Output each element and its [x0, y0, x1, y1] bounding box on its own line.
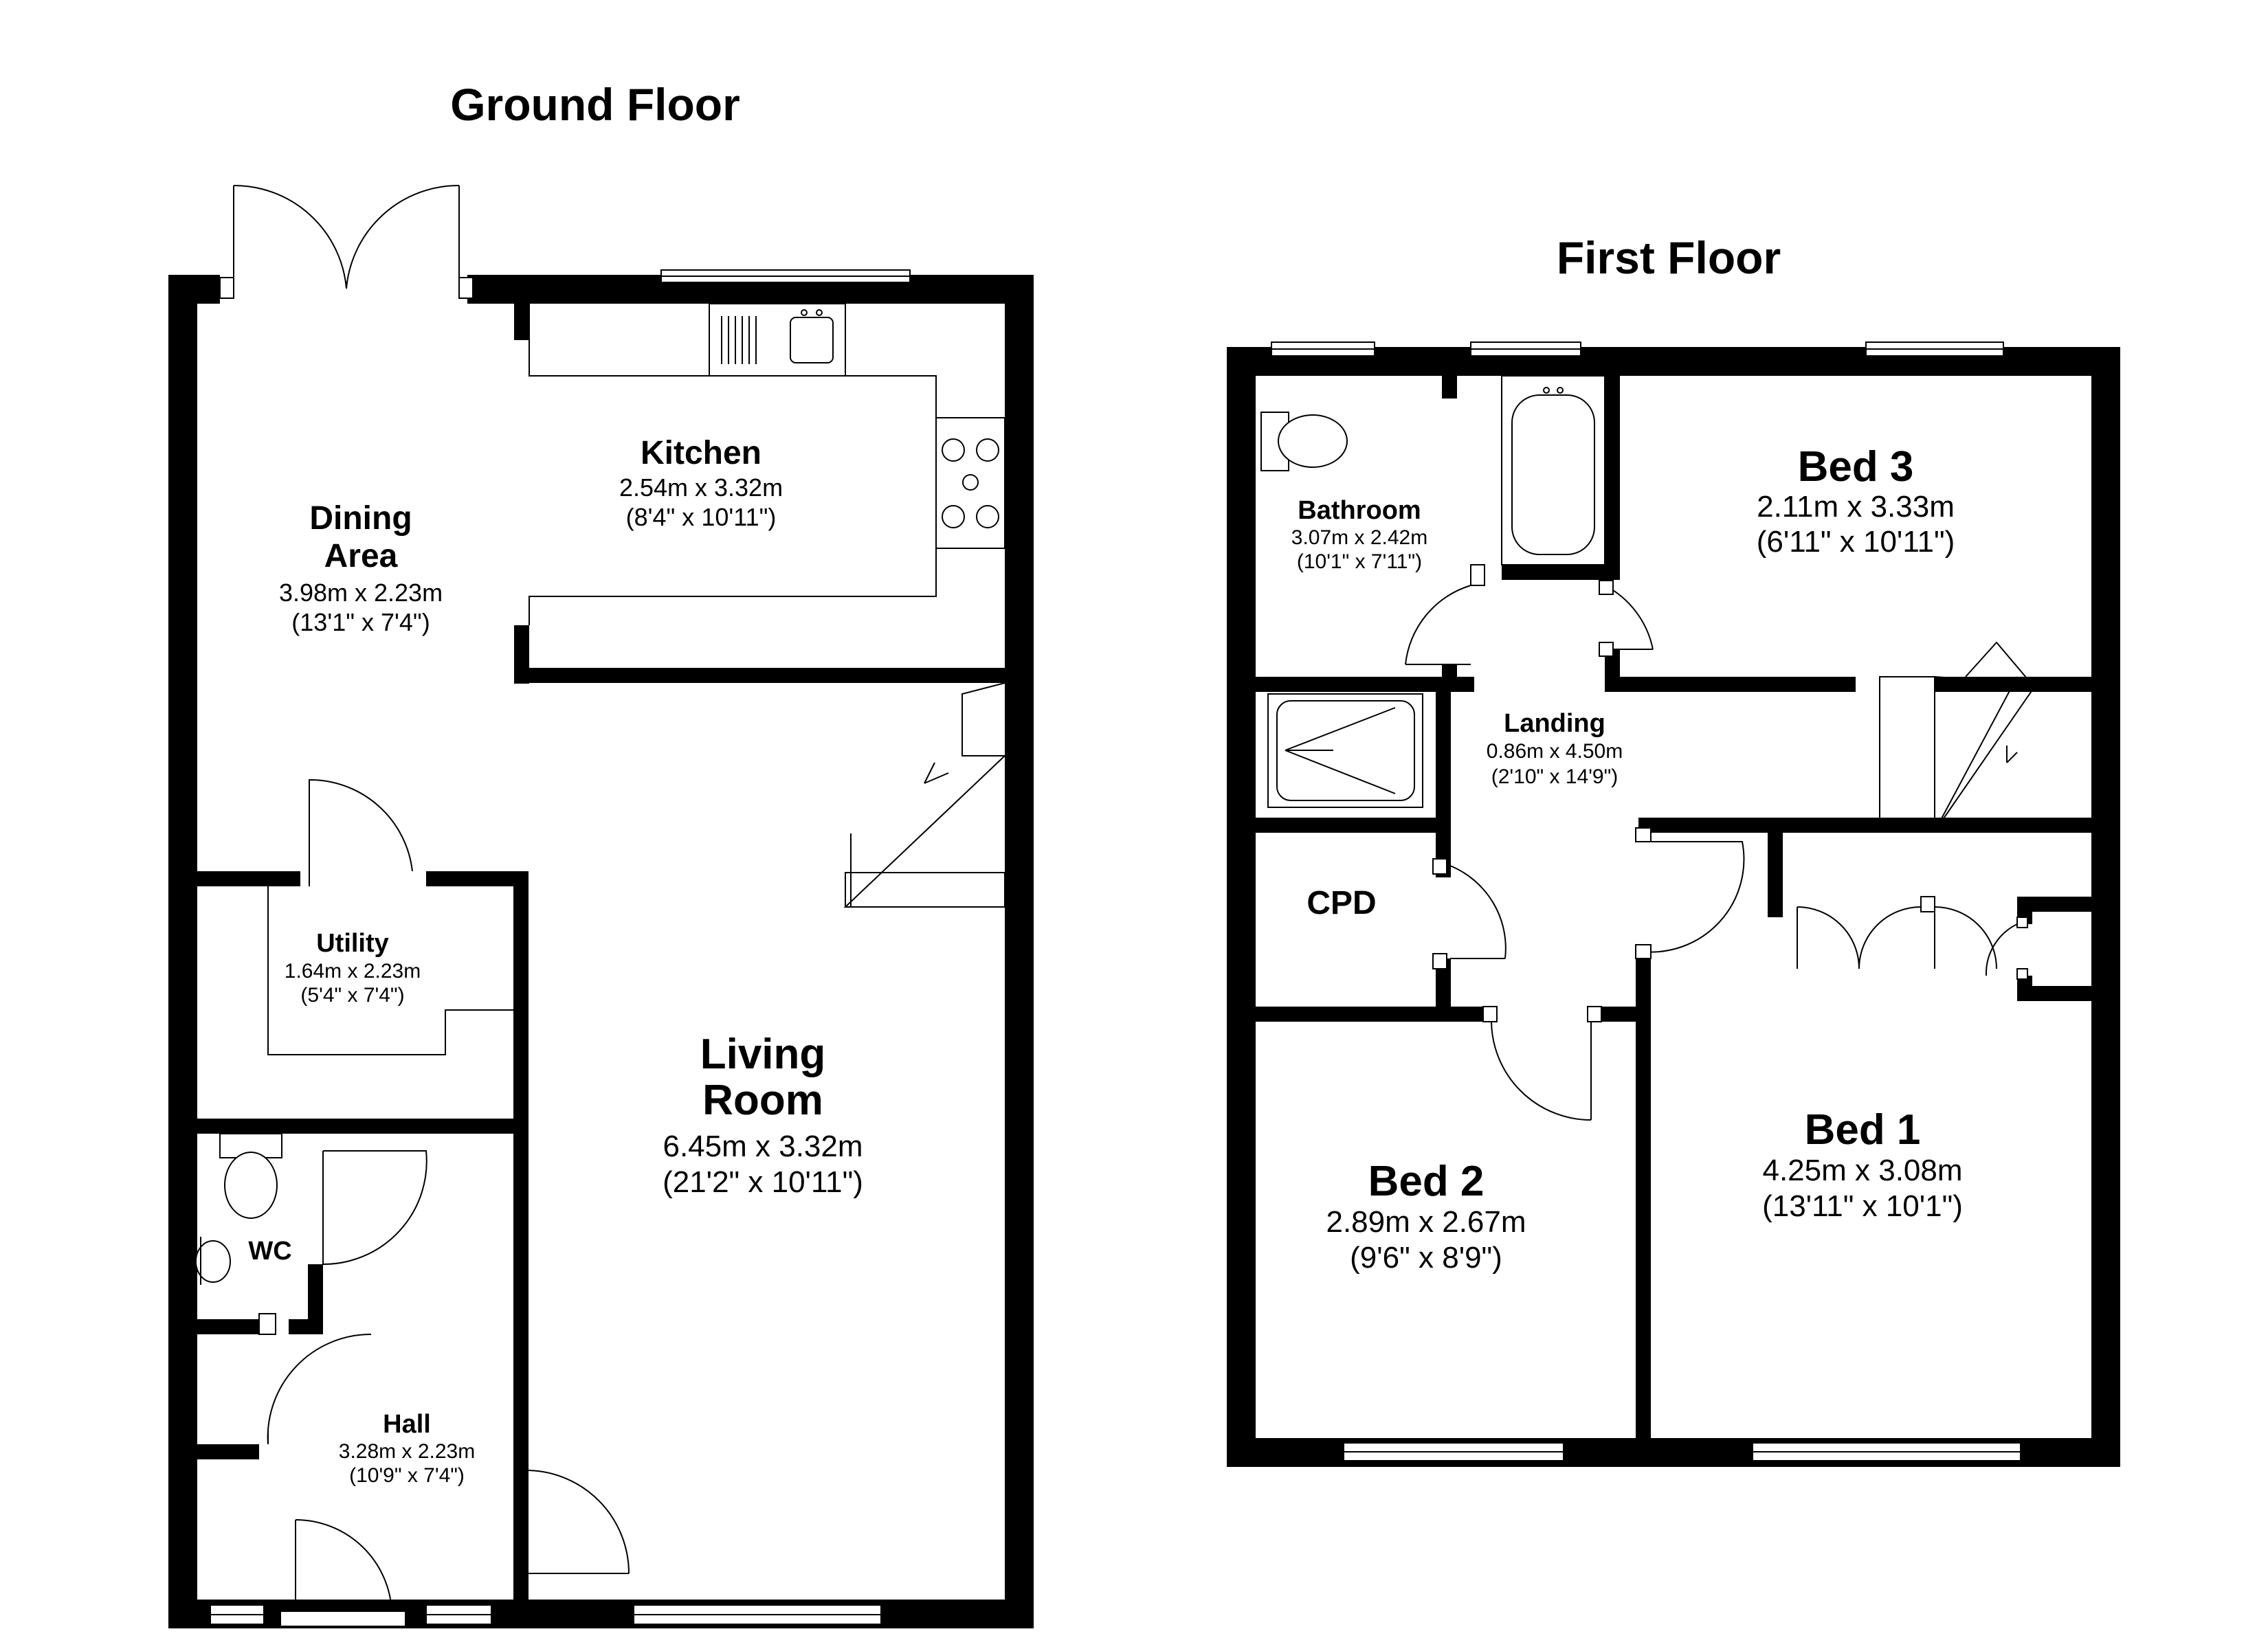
room-wc: WC: [248, 1237, 291, 1266]
bed3-metric: 2.11m x 3.33m: [1757, 490, 1955, 524]
ground-floor-walls: [168, 275, 1034, 1628]
wardrobe-doors: [1797, 896, 2028, 980]
kitchen-sink: [790, 317, 834, 363]
hall-metric: 3.28m x 2.23m: [339, 1440, 475, 1463]
utility-imperial: (5'4" x 7'4"): [300, 984, 404, 1007]
room-dining: Dining Area 3.98m x 2.23m (13'1" x 7'4"): [279, 500, 443, 636]
bathroom-fixtures: [1260, 375, 1605, 808]
room-utility: Utility 1.64m x 2.23m (5'4" x 7'4"): [285, 929, 421, 1007]
living-name-line1: Living: [700, 1031, 826, 1078]
cpd-name: CPD: [1307, 885, 1376, 921]
room-bed1: Bed 1 4.25m x 3.08m (13'11" x 10'1"): [1762, 1106, 1963, 1223]
kitchen-imperial: (8'4" x 10'11"): [626, 503, 777, 531]
first-floor-title: First Floor: [1557, 232, 1781, 283]
landing-name: Landing: [1504, 709, 1605, 738]
landing-metric: 0.86m x 4.50m: [1487, 740, 1623, 763]
wc-fixtures: [195, 1133, 427, 1285]
room-living: Living Room 6.45m x 3.32m (21'2" x 10'11…: [663, 1031, 863, 1199]
hall-imperial: (10'9" x 7'4"): [349, 1464, 465, 1487]
bed2-metric: 2.89m x 2.67m: [1326, 1205, 1526, 1239]
bed3-imperial: (6'11" x 10'11"): [1757, 525, 1955, 559]
room-kitchen: Kitchen 2.54m x 3.32m (8'4" x 10'11"): [619, 435, 783, 531]
bed2-imperial: (9'6" x 8'9"): [1350, 1241, 1502, 1275]
living-name-line2: Room: [702, 1077, 823, 1124]
kitchen-worktop: [529, 303, 1005, 625]
bathroom-imperial: (10'1" x 7'11"): [1297, 550, 1422, 573]
room-cpd: CPD: [1307, 885, 1376, 921]
bed1-name: Bed 1: [1805, 1106, 1921, 1154]
basin-icon: [195, 1240, 231, 1283]
first-floor-plan: First Floor: [1227, 232, 2120, 1467]
landing-doors: [1432, 827, 1745, 1121]
kitchen-name: Kitchen: [641, 435, 761, 471]
bed2-name: Bed 2: [1368, 1158, 1485, 1205]
dining-french-doors: [219, 184, 474, 299]
first-floor-windows: [1271, 341, 2021, 1461]
wc-name: WC: [248, 1237, 291, 1266]
room-hall: Hall 3.28m x 2.23m (10'9" x 7'4"): [339, 1410, 475, 1487]
bathroom-name: Bathroom: [1298, 496, 1421, 525]
room-bed3: Bed 3 2.11m x 3.33m (6'11" x 10'11"): [1757, 443, 1955, 559]
utility-name: Utility: [316, 929, 389, 958]
utility-worktop: [267, 778, 513, 1055]
ground-floor-windows: [210, 269, 911, 1625]
bed1-metric: 4.25m x 3.08m: [1762, 1154, 1962, 1187]
toilet-icon: [224, 1152, 278, 1219]
landing-imperial: (2'10" x 14'9"): [1491, 765, 1619, 788]
utility-metric: 1.64m x 2.23m: [285, 960, 421, 983]
ground-floor-plan: Ground Floor: [168, 79, 1034, 1628]
bathroom-metric: 3.07m x 2.42m: [1291, 526, 1427, 549]
dining-name-line2: Area: [324, 538, 398, 574]
living-imperial: (21'2" x 10'11"): [663, 1165, 863, 1199]
bed1-imperial: (13'11" x 10'1"): [1762, 1189, 1963, 1223]
room-bathroom: Bathroom 3.07m x 2.42m (10'1" x 7'11"): [1291, 496, 1427, 573]
first-floor-stairs: [1879, 641, 2083, 832]
dining-metric: 3.98m x 2.23m: [279, 579, 443, 607]
living-metric: 6.45m x 3.32m: [663, 1130, 863, 1163]
dining-name-line1: Dining: [309, 500, 412, 537]
hall-doors: [258, 1313, 630, 1627]
ground-floor-stairs: [843, 682, 1005, 908]
bed3-door: [1599, 580, 1654, 657]
bed3-name: Bed 3: [1798, 443, 1914, 491]
bathroom-door: [1405, 564, 1485, 665]
toilet-icon: [1278, 414, 1348, 468]
ground-floor-title: Ground Floor: [450, 79, 740, 130]
hall-name: Hall: [383, 1410, 431, 1439]
hob: [935, 417, 1005, 549]
room-landing: Landing 0.86m x 4.50m (2'10" x 14'9"): [1487, 709, 1623, 788]
room-bed2: Bed 2 2.89m x 2.67m (9'6" x 8'9"): [1326, 1158, 1526, 1275]
kitchen-metric: 2.54m x 3.32m: [619, 473, 783, 502]
dining-imperial: (13'1" x 7'4"): [291, 608, 430, 636]
